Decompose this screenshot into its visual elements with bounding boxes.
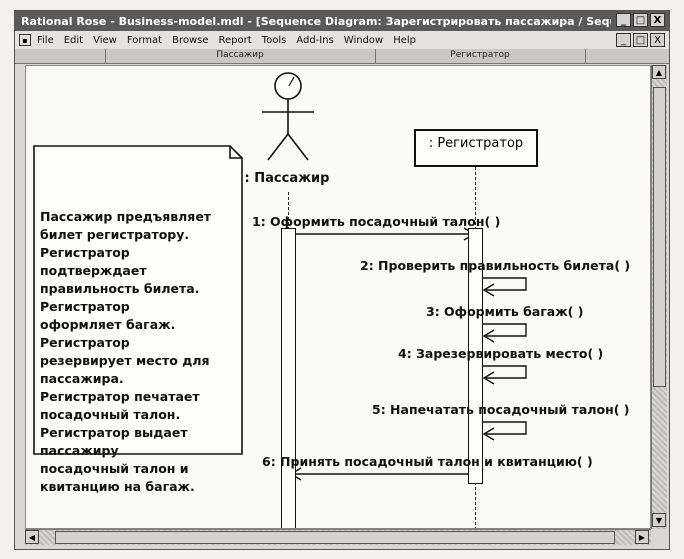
- note-line: билет регистратору.: [40, 227, 190, 242]
- message-label-6[interactable]: 6: Принять посадочный талон и квитанцию(…: [262, 454, 593, 469]
- diagram-graphics: [33, 72, 527, 481]
- document-icon[interactable]: ▪: [19, 34, 31, 46]
- doc-close-button[interactable]: X: [650, 33, 665, 47]
- lane-divider: [585, 49, 586, 63]
- message-label-3[interactable]: 3: Оформить багаж( ): [426, 304, 584, 319]
- title-bar: Rational Rose - Business-model.mdl - [Se…: [15, 11, 669, 31]
- doc-restore-button[interactable]: □: [633, 33, 648, 47]
- object-registrar[interactable]: : Регистратор: [414, 129, 538, 167]
- lane-label-registrar: Регистратор: [450, 50, 510, 60]
- message-arrow-2[interactable]: [482, 277, 527, 297]
- note-line: Регистратор: [40, 299, 130, 314]
- note-line: квитанцию на багаж.: [40, 479, 195, 494]
- note-line: посадочный талон и: [40, 461, 189, 476]
- lane-divider: [375, 49, 376, 63]
- vertical-scrollbar[interactable]: ▲ ▼: [651, 65, 667, 529]
- menu-edit[interactable]: Edit: [63, 34, 84, 46]
- swimlane-header: Пассажир Регистратор: [15, 49, 669, 64]
- note-line: подтверждает: [40, 263, 147, 278]
- note-line: оформляет багаж.: [40, 317, 176, 332]
- document-window-controls: _ □ X: [616, 33, 665, 47]
- activation-registrar[interactable]: [468, 228, 483, 484]
- note-line: пассажиру: [40, 443, 119, 458]
- note-line: правильность билета.: [40, 281, 200, 296]
- scroll-left-arrow-icon[interactable]: ◀: [25, 530, 39, 544]
- message-label-2[interactable]: 2: Проверить правильность билета( ): [360, 258, 631, 273]
- vertical-scroll-thumb[interactable]: [653, 87, 666, 387]
- note-line: Регистратор выдает: [40, 425, 188, 440]
- diagram-canvas[interactable]: : Пассажир : Регистратор Пассажир предъя…: [25, 65, 651, 529]
- note-line: резервирует место для: [40, 353, 210, 368]
- note-line: Регистратор: [40, 245, 130, 260]
- maximize-button[interactable]: □: [633, 13, 648, 27]
- lane-label-passenger: Пассажир: [216, 50, 264, 60]
- menu-window[interactable]: Window: [343, 34, 384, 46]
- window-title: Rational Rose - Business-model.mdl - [Se…: [21, 14, 611, 28]
- message-arrow-3[interactable]: [482, 323, 527, 343]
- menu-file[interactable]: File: [37, 34, 54, 46]
- menu-bar: ▪ File Edit View Format Browse Report To…: [15, 31, 669, 49]
- close-button[interactable]: X: [650, 13, 665, 27]
- message-label-4[interactable]: 4: Зарезервировать место( ): [398, 346, 604, 361]
- scroll-up-arrow-icon[interactable]: ▲: [652, 65, 666, 79]
- note-text: Пассажир предъявляет билет регистратору.…: [40, 208, 236, 496]
- note-shape[interactable]: [33, 145, 243, 455]
- window-controls: _ □ X: [616, 13, 665, 27]
- menu-browse[interactable]: Browse: [172, 34, 209, 46]
- message-label-1[interactable]: 1: Оформить посадочный талон( ): [252, 214, 501, 229]
- menu-help[interactable]: Help: [393, 34, 417, 46]
- message-arrow-6[interactable]: [289, 467, 474, 481]
- menu-add-ins[interactable]: Add-Ins: [296, 34, 334, 46]
- actor-figure[interactable]: [262, 72, 314, 161]
- message-label-5[interactable]: 5: Напечатать посадочный талон( ): [372, 402, 630, 417]
- message-arrow-1[interactable]: [289, 227, 476, 241]
- message-arrow-4[interactable]: [482, 365, 527, 385]
- menu-report[interactable]: Report: [218, 34, 252, 46]
- horizontal-scrollbar[interactable]: ◀ ▶: [25, 529, 651, 545]
- note-line: Пассажир предъявляет: [40, 209, 212, 224]
- message-arrow-5[interactable]: [482, 421, 527, 441]
- object-label-registrar: : Регистратор: [428, 136, 524, 151]
- menu-format[interactable]: Format: [126, 34, 163, 46]
- minimize-button[interactable]: _: [616, 13, 631, 27]
- note-line: пассажира.: [40, 371, 124, 386]
- menu-view[interactable]: View: [93, 34, 117, 46]
- note-line: посадочный талон.: [40, 407, 181, 422]
- scroll-right-arrow-icon[interactable]: ▶: [635, 530, 649, 544]
- menu-tools[interactable]: Tools: [261, 34, 287, 46]
- lane-divider: [105, 49, 106, 63]
- actor-label-passenger[interactable]: : Пассажир: [244, 171, 330, 186]
- rational-rose-window: Rational Rose - Business-model.mdl - [Se…: [14, 10, 670, 550]
- horizontal-scroll-thumb[interactable]: [55, 531, 615, 544]
- note-line: Регистратор: [40, 335, 130, 350]
- scroll-down-arrow-icon[interactable]: ▼: [652, 513, 666, 527]
- doc-minimize-button[interactable]: _: [616, 33, 631, 47]
- note-line: Регистратор печатает: [40, 389, 200, 404]
- activation-passenger[interactable]: [281, 228, 296, 528]
